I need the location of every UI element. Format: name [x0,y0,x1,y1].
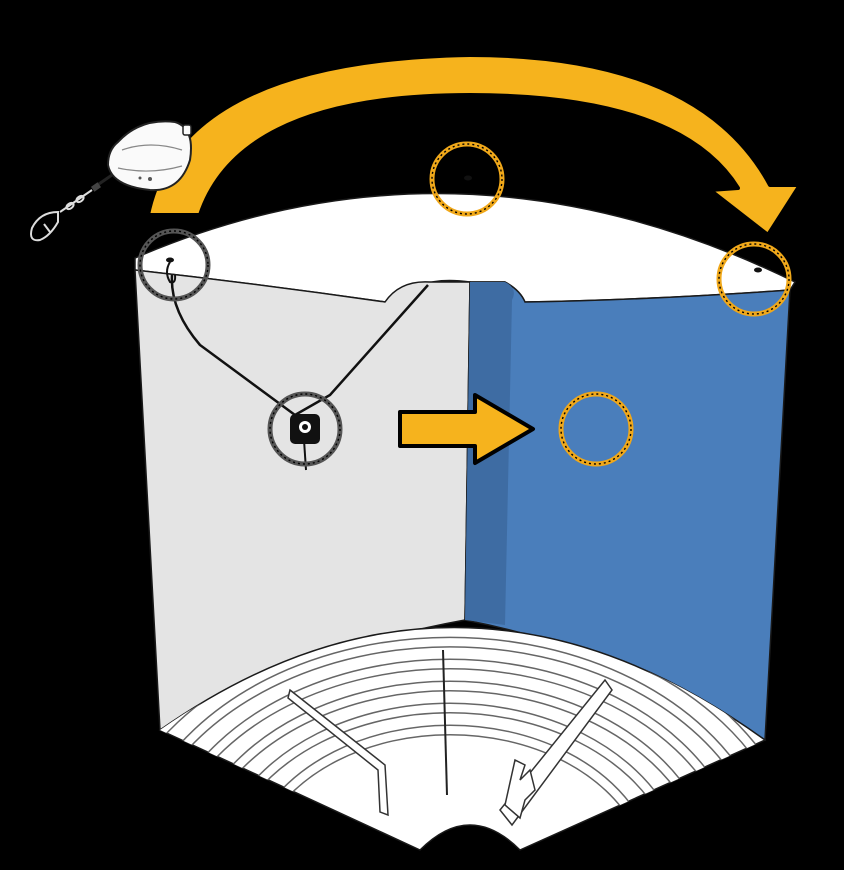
retractable-lifeline-icon [91,121,191,191]
snap-hook-icon [31,190,92,240]
mount-hole-right [754,268,762,273]
pulley-icon [290,414,320,444]
mount-hole-top [464,176,472,181]
